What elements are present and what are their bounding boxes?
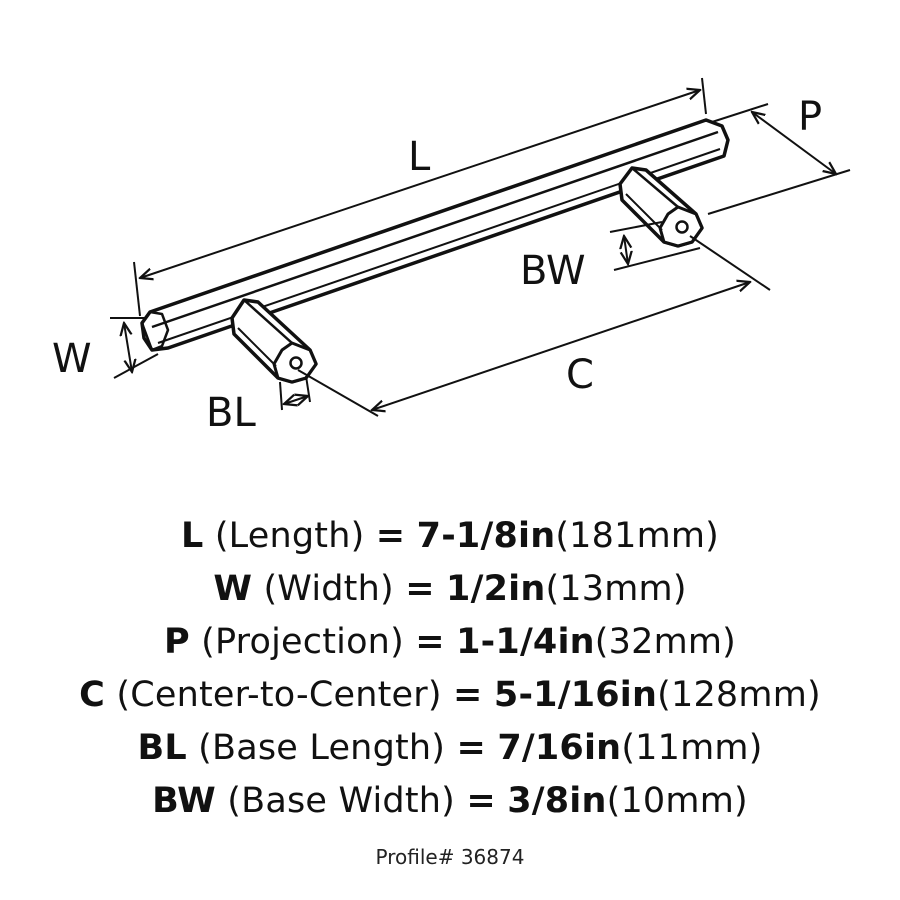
spec-key: L: [180, 516, 204, 556]
spec-key: P: [163, 622, 190, 662]
right-post: [618, 166, 704, 248]
spec-equals: =: [415, 622, 445, 662]
dimension-W-line: [124, 323, 132, 372]
label-BW: BW: [520, 248, 586, 294]
spec-key: BW: [152, 781, 216, 821]
dimension-BL-line: [284, 396, 308, 404]
spec-desc: (Base Width): [227, 781, 456, 821]
spec-imperial: 7-1/8in: [416, 516, 556, 556]
label-P: P: [798, 94, 822, 140]
label-W: W: [52, 336, 92, 382]
spec-metric: (128mm): [657, 675, 821, 715]
dimension-P-line: [752, 112, 836, 174]
spec-line-base-length: BL (Base Length) = 7/16in(11mm): [0, 722, 900, 775]
spec-list: L (Length) = 7-1/8in(181mm) W (Width) = …: [0, 510, 900, 828]
spec-key: W: [213, 569, 253, 609]
spec-key: BL: [137, 728, 187, 768]
spec-imperial: 5-1/16in: [493, 675, 658, 715]
dimension-C-line: [372, 282, 750, 410]
spec-desc: (Center-to-Center): [116, 675, 442, 715]
spec-metric: (10mm): [606, 781, 748, 821]
handle-diagram: L P W BW C BL: [52, 77, 851, 436]
spec-equals: =: [405, 569, 435, 609]
spec-metric: (11mm): [621, 728, 763, 768]
spec-desc: (Base Length): [198, 728, 446, 768]
label-C: C: [566, 352, 594, 398]
spec-key: C: [79, 675, 106, 715]
spec-line-base-width: BW (Base Width) = 3/8in(10mm): [0, 775, 900, 828]
spec-equals: =: [456, 728, 487, 768]
label-BL: BL: [206, 390, 256, 436]
spec-metric: (181mm): [555, 516, 720, 556]
label-L: L: [408, 134, 431, 180]
spec-line-projection: P (Projection) = 1-1/4in(32mm): [0, 616, 900, 669]
handle-bar: [140, 118, 730, 352]
spec-desc: (Projection): [201, 622, 404, 662]
left-post: [230, 298, 318, 384]
dimension-L-line: [140, 90, 700, 278]
dimension-lines: [110, 77, 851, 417]
spec-imperial: 1-1/4in: [456, 622, 595, 662]
spec-imperial: 7/16in: [497, 728, 622, 768]
profile-number: Profile# 36874: [375, 845, 525, 869]
spec-equals: =: [466, 781, 496, 821]
spec-imperial: 1/2in: [446, 569, 546, 609]
spec-metric: (13mm): [545, 569, 687, 609]
spec-metric: (32mm): [594, 622, 737, 662]
spec-desc: (Length): [214, 516, 365, 556]
spec-line-width: W (Width) = 1/2in(13mm): [0, 563, 900, 616]
spec-line-length: L (Length) = 7-1/8in(181mm): [0, 510, 900, 563]
spec-equals: =: [453, 675, 483, 715]
dimension-BW-line: [624, 236, 628, 264]
spec-desc: (Width): [263, 569, 394, 609]
spec-line-center-to-center: C (Center-to-Center) = 5-1/16in(128mm): [0, 669, 900, 722]
spec-equals: =: [375, 516, 406, 556]
spec-imperial: 3/8in: [507, 781, 607, 821]
